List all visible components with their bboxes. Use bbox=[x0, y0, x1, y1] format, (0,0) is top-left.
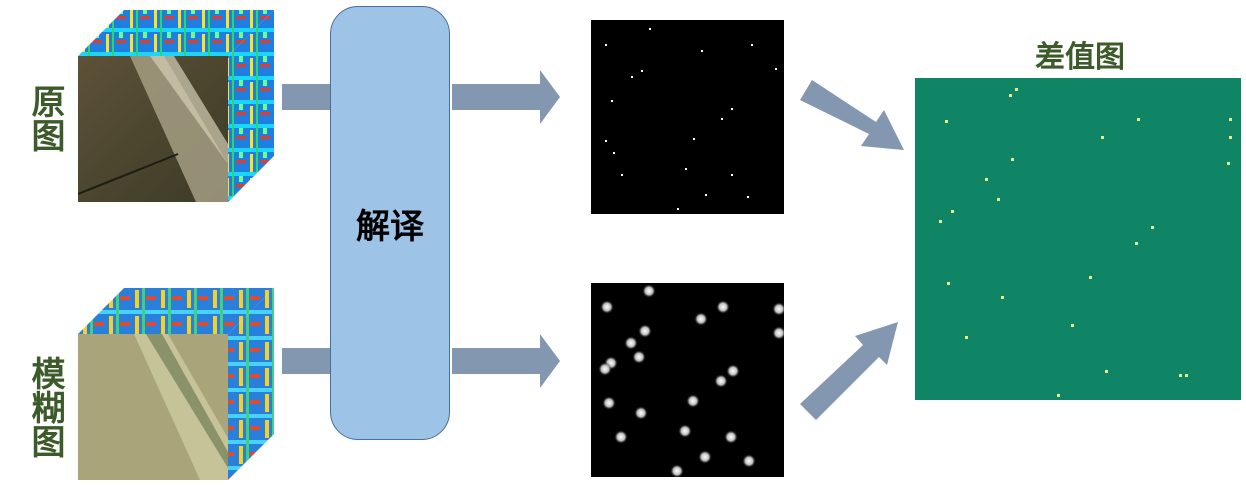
cube-side-face bbox=[228, 288, 274, 480]
cube-top-face bbox=[78, 288, 274, 334]
original-image-label: 原图 bbox=[25, 84, 65, 152]
blurred-detection-mask bbox=[591, 283, 784, 477]
cube-top-face bbox=[78, 10, 274, 56]
blurred-hyperspectral-cube bbox=[78, 288, 274, 480]
arrow-decoder-to-original-mask bbox=[452, 70, 560, 124]
arrow-blurred-mask-to-diff bbox=[800, 322, 898, 420]
arrow-shaft-blurred-to-decoder bbox=[282, 348, 330, 374]
difference-map bbox=[915, 78, 1241, 400]
decoder-label: 解译 bbox=[356, 206, 424, 247]
difference-map-title: 差值图 bbox=[1035, 40, 1125, 75]
blurred-image-label: 模糊图 bbox=[25, 356, 65, 458]
arrow-shaft-original-to-decoder bbox=[282, 84, 330, 110]
cube-side-face bbox=[228, 10, 274, 202]
original-detection-mask bbox=[591, 20, 784, 214]
arrow-original-mask-to-diff bbox=[800, 80, 904, 150]
decoder-block: 解译 bbox=[330, 6, 450, 440]
original-hyperspectral-cube bbox=[78, 10, 274, 202]
arrow-decoder-to-blurred-mask bbox=[452, 334, 560, 388]
